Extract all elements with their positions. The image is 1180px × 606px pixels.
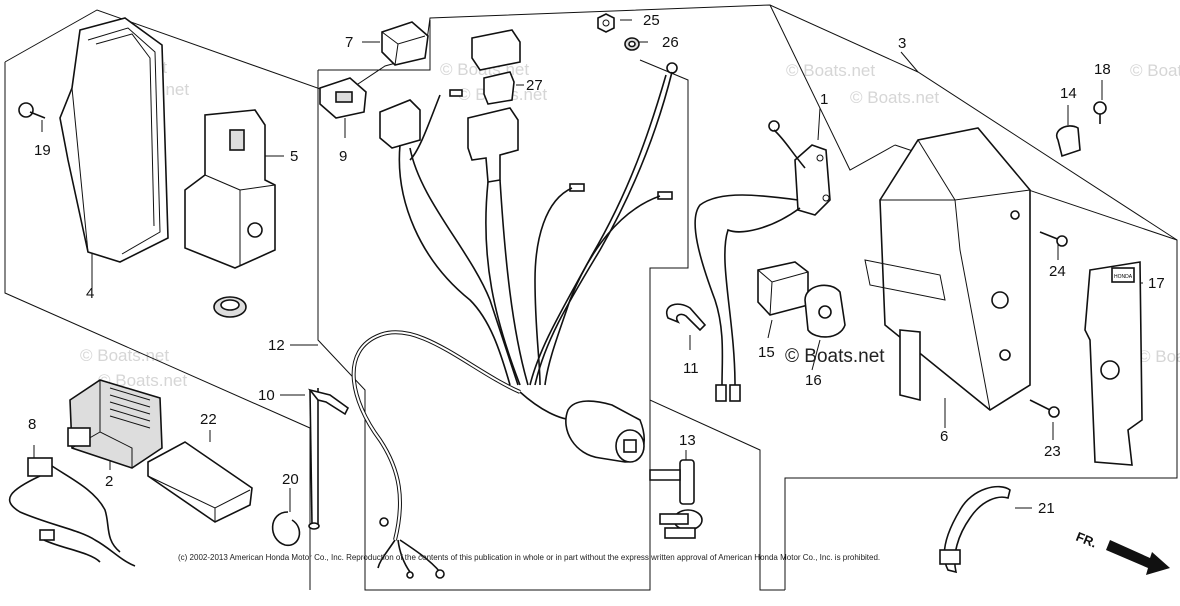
watermark: © Boats.net: [80, 346, 169, 365]
part-10-tube: [307, 388, 350, 530]
plate-label: HONDA: [1114, 274, 1133, 280]
callout-7: 7: [345, 34, 353, 51]
part-25-nut: [597, 13, 615, 33]
callout-6: 6: [940, 428, 948, 445]
part-15-switch: [757, 261, 809, 316]
callout-26: 26: [662, 34, 679, 51]
part-16-switch: [804, 284, 846, 338]
watermark: © Boats.net: [850, 88, 939, 107]
callout-21: 21: [1038, 500, 1055, 517]
watermark: © Boats.net: [98, 371, 187, 390]
part-22-pad: [147, 441, 253, 523]
part-24-screw: [1039, 231, 1068, 247]
callout-20: 20: [282, 471, 299, 488]
copyright-notice: (c) 2002-2013 American Honda Motor Co., …: [178, 553, 880, 562]
callout-9: 9: [339, 148, 347, 165]
callout-23: 23: [1044, 443, 1061, 460]
part-19-screw: [18, 102, 46, 119]
watermark: © Boats.net: [1130, 61, 1180, 80]
part-8-harness: [8, 457, 136, 567]
callout-5: 5: [290, 148, 298, 165]
part-23-screw: [1029, 399, 1060, 418]
callout-14: 14: [1060, 85, 1077, 102]
part-9-cap: [319, 77, 367, 119]
callout-16: 16: [805, 372, 822, 389]
callout-24: 24: [1049, 263, 1066, 280]
callout-15: 15: [758, 344, 775, 361]
part-13-key: [649, 459, 703, 539]
part-26-washer: [624, 37, 640, 51]
callout-13: 13: [679, 432, 696, 449]
part-7-relay: [381, 21, 429, 66]
part-20-clip: [271, 511, 301, 546]
part-14-clamp: [1055, 125, 1081, 158]
callout-2: 2: [105, 473, 113, 490]
callout-11: 11: [683, 360, 699, 377]
callout-22: 22: [200, 411, 217, 428]
callout-1: 1: [820, 91, 828, 108]
part-21-band: [939, 485, 1011, 574]
part-12-harness: [351, 62, 780, 579]
callout-19: 19: [34, 142, 51, 159]
callout-17: 17: [1148, 275, 1165, 292]
part-11-clip: [665, 303, 707, 332]
callout-27: 27: [526, 77, 543, 94]
part-2-regulator: [67, 379, 163, 469]
callout-10: 10: [258, 387, 275, 404]
callout-3: 3: [898, 35, 906, 52]
callout-12: 12: [268, 337, 285, 354]
callout-8: 8: [28, 416, 36, 433]
watermark-dark: © Boats.net: [785, 346, 885, 367]
front-direction-indicator: FR.: [1074, 529, 1170, 575]
callout-25: 25: [643, 12, 660, 29]
arrow-icon: [1106, 540, 1170, 575]
part-6-control-box: [864, 127, 1031, 411]
direction-label: FR.: [1074, 529, 1099, 551]
part-17-plate: HONDA: [1084, 261, 1143, 466]
callout-18: 18: [1094, 61, 1111, 78]
callout-4: 4: [86, 285, 94, 302]
part-18-bolt: [1093, 101, 1107, 124]
callouts: 1 2 3 4 5 6 7 8 9 10 11 12 13 14 15 16 1…: [28, 12, 1165, 517]
watermark: © Boats.net: [1138, 347, 1180, 366]
part-27-fuse: [471, 29, 521, 105]
part-4-cover: [59, 17, 169, 263]
part-5-bracket: [184, 109, 276, 269]
part-1-switch: [694, 129, 831, 402]
grommet: [213, 296, 247, 318]
watermark: © Boats.net: [786, 61, 875, 80]
